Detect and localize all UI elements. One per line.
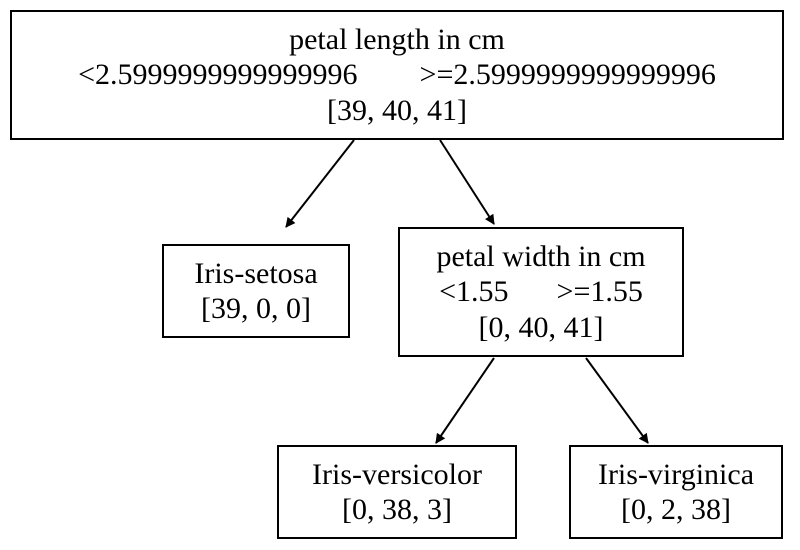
leaf-virginica-counts: [0, 2, 38] — [621, 493, 731, 526]
petal-width-feature-label: petal width in cm — [436, 239, 646, 273]
root-node: petal length in cm <2.5999999999999996 >… — [10, 10, 784, 140]
leaf-setosa-counts: [39, 0, 0] — [201, 292, 311, 325]
leaf-setosa-label: Iris-setosa — [194, 256, 318, 290]
edge-root-to-petal-width — [439, 139, 495, 225]
leaf-node-versicolor: Iris-versicolor [0, 38, 3] — [277, 445, 517, 539]
leaf-versicolor-label: Iris-versicolor — [312, 457, 482, 491]
petal-width-left-branch-label: <1.55 — [439, 275, 509, 309]
root-feature-label: petal length in cm — [289, 22, 505, 56]
edge-root-to-setosa — [285, 139, 355, 228]
root-left-branch-label: <2.5999999999999996 — [78, 58, 358, 92]
edge-width-to-versicolor — [435, 357, 495, 444]
petal-width-counts: [0, 40, 41] — [478, 310, 604, 344]
root-split-row: <2.5999999999999996 >=2.5999999999999996 — [78, 57, 716, 92]
leaf-virginica-label: Iris-virginica — [597, 457, 755, 491]
petal-width-node: petal width in cm <1.55 >=1.55 [0, 40, 4… — [398, 227, 684, 357]
leaf-node-virginica: Iris-virginica [0, 2, 38] — [569, 445, 783, 539]
leaf-versicolor-counts: [0, 38, 3] — [342, 493, 452, 526]
root-counts: [39, 40, 41] — [327, 93, 467, 127]
petal-width-split-row: <1.55 >=1.55 — [439, 274, 643, 309]
leaf-node-setosa: Iris-setosa [39, 0, 0] — [162, 244, 350, 338]
root-right-branch-label: >=2.5999999999999996 — [419, 58, 716, 92]
edge-width-to-virginica — [585, 357, 649, 444]
petal-width-right-branch-label: >=1.55 — [556, 275, 643, 309]
